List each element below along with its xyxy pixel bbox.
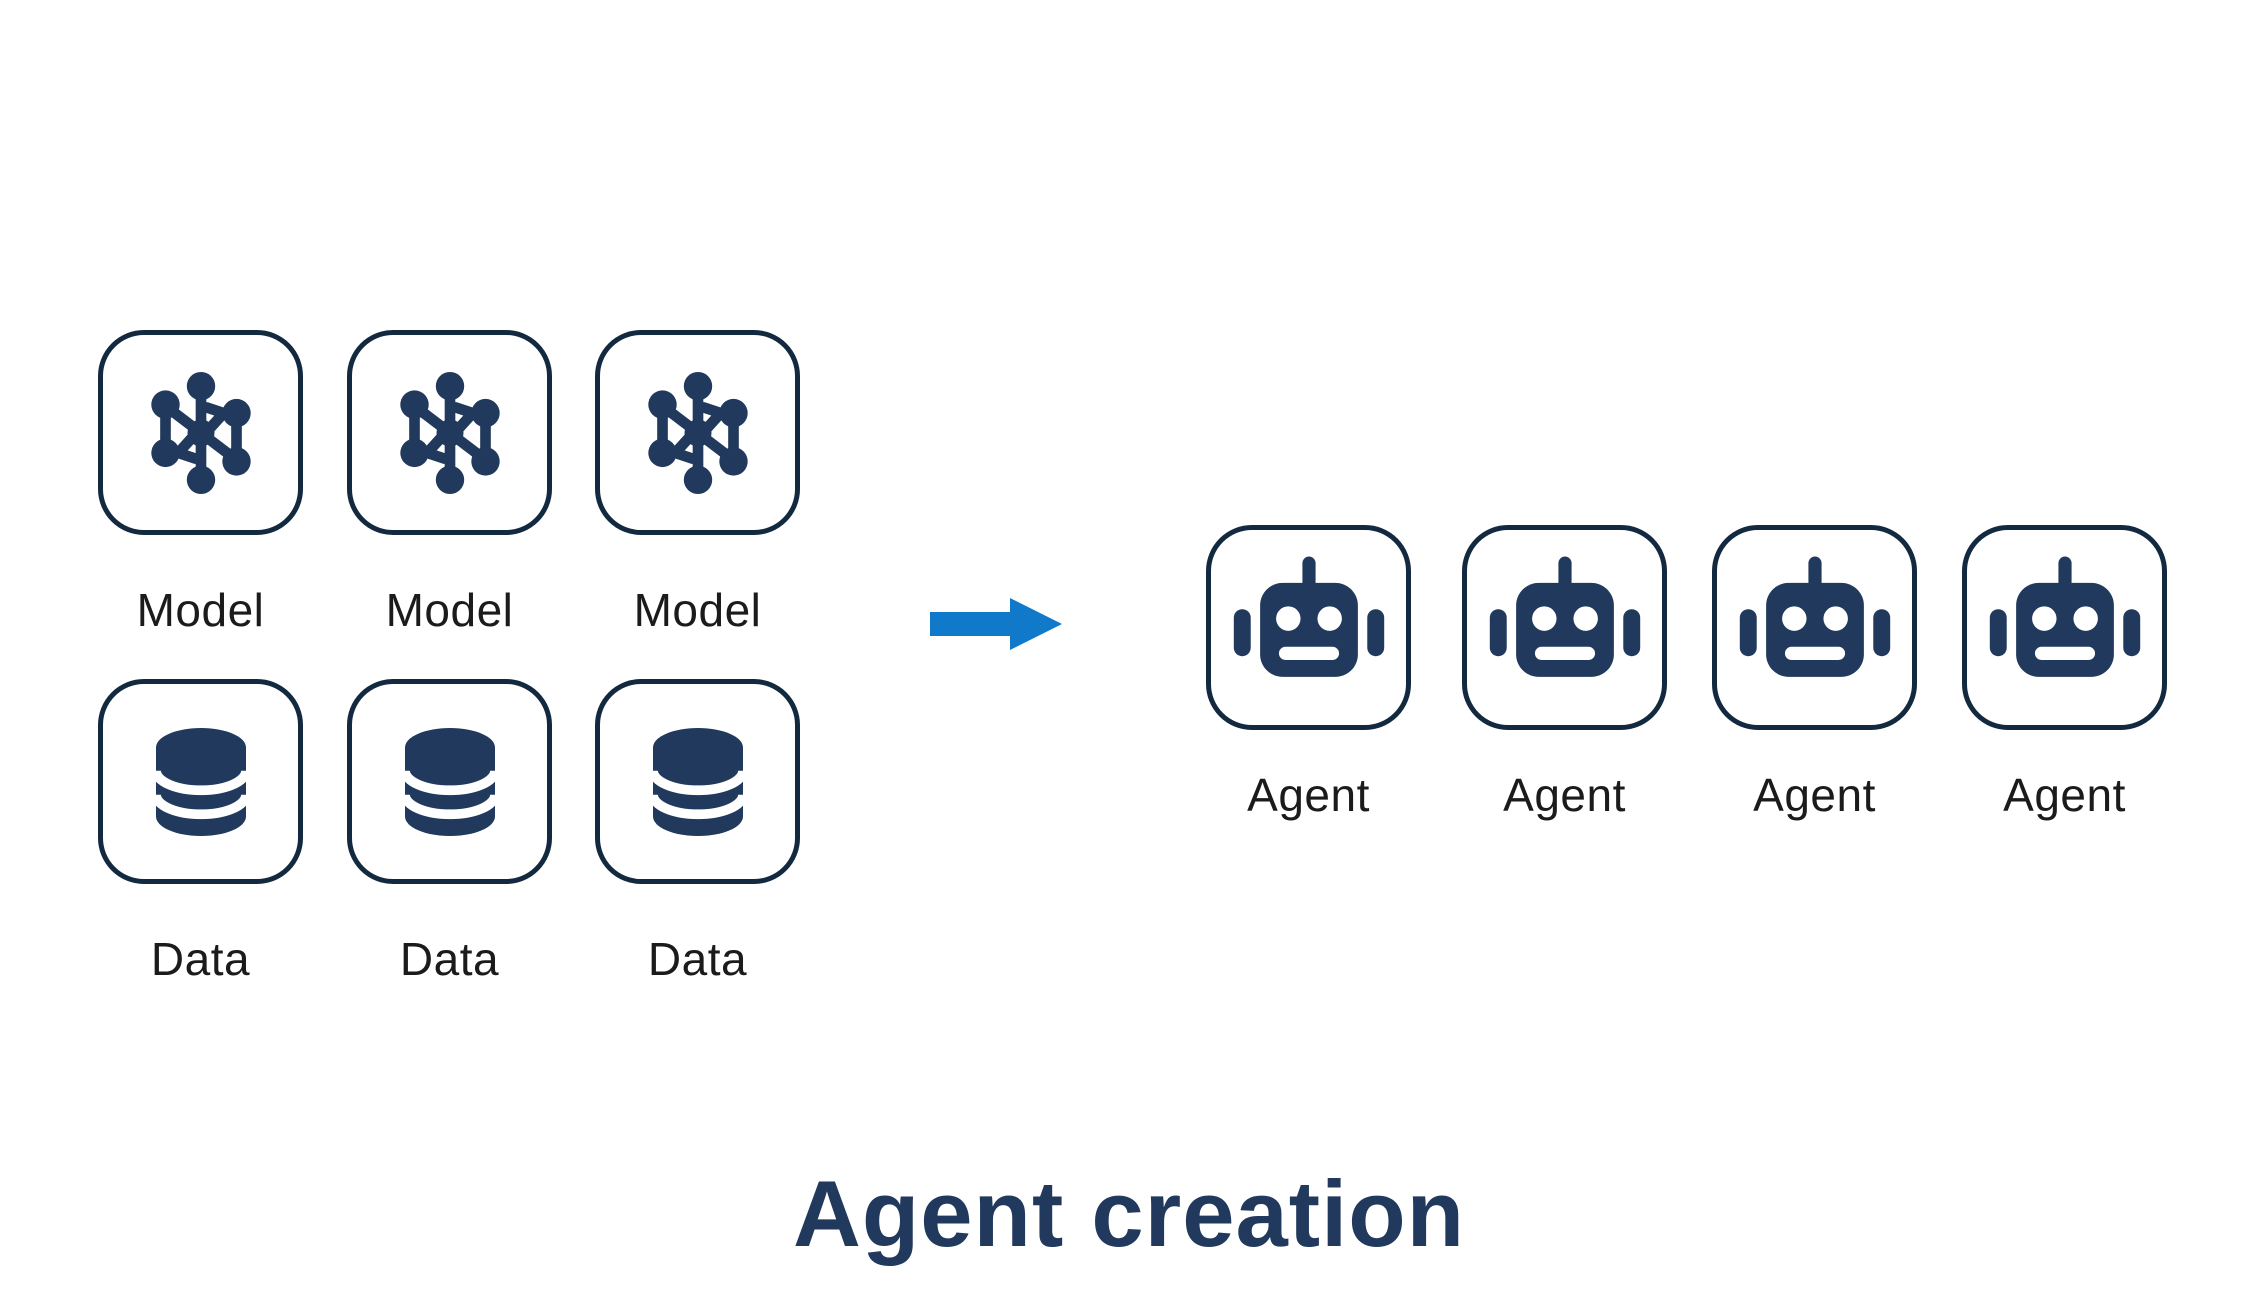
robot-icon [1233, 556, 1384, 677]
robot-icon [1989, 556, 2140, 677]
database-icon [623, 707, 773, 857]
data-box [347, 679, 552, 884]
agent-label: Agent [1247, 769, 1370, 821]
diagram-title: Agent creation [792, 1161, 1466, 1266]
agent-box [1462, 525, 1667, 730]
model-label: Model [633, 584, 762, 636]
agent-box [1962, 525, 2167, 730]
model-network-icon [379, 362, 521, 504]
robot-icon [1489, 556, 1640, 677]
model-box [347, 330, 552, 535]
model-network-icon [627, 362, 769, 504]
robot-icon [1739, 556, 1890, 677]
model-box [595, 330, 800, 535]
database-icon [375, 707, 525, 857]
agent-box [1712, 525, 1917, 730]
model-network-icon [130, 362, 272, 504]
model-label: Model [136, 584, 265, 636]
data-label: Data [399, 933, 500, 985]
data-label: Data [150, 933, 251, 985]
agent-label: Agent [1503, 769, 1626, 821]
agent-label: Agent [2003, 769, 2126, 821]
agent-box [1206, 525, 1411, 730]
data-box [595, 679, 800, 884]
data-box [98, 679, 303, 884]
model-box [98, 330, 303, 535]
model-label: Model [385, 584, 514, 636]
database-icon [126, 707, 276, 857]
right-arrow-icon [930, 593, 1062, 655]
data-label: Data [647, 933, 748, 985]
agent-label: Agent [1753, 769, 1876, 821]
